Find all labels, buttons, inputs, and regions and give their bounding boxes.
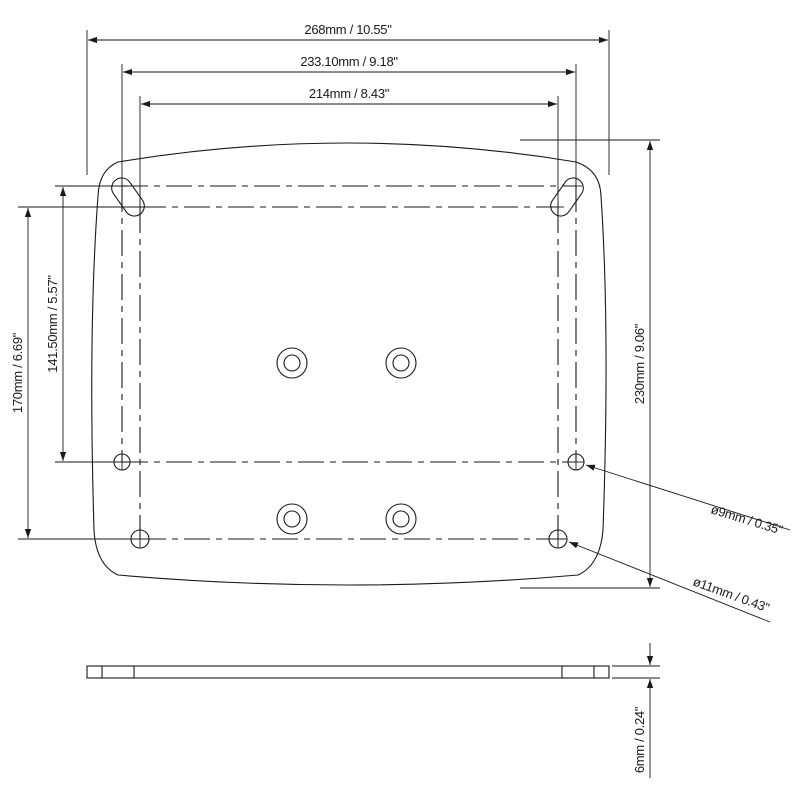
- inner-vertical-spacing-label: 141.50mm / 5.57": [45, 275, 60, 373]
- overall-height-label: 230mm / 9.06": [632, 323, 647, 404]
- dimension-overall-height: 230mm / 9.06": [520, 139, 660, 589]
- boss-lower-left: [276, 503, 308, 535]
- hole-center-lines: [121, 185, 577, 540]
- large-hole-diameter-label: ø11mm / 0.43": [691, 574, 772, 616]
- hole-bottom-right: [548, 529, 568, 549]
- dimension-inner-vertical-spacing: 141.50mm / 5.57": [45, 185, 122, 463]
- leader-small-hole: ø9mm / 0.35": [585, 464, 791, 538]
- slot-top-right: [550, 177, 584, 217]
- small-hole-diameter-label: ø9mm / 0.35": [709, 502, 785, 538]
- dimension-inner-hole-spacing: 214mm / 8.43": [139, 86, 559, 207]
- slot-top-left: [111, 177, 146, 217]
- outer-hole-spacing-label: 233.10mm / 9.18": [300, 54, 398, 69]
- plate-thickness-label: 6mm / 0.24": [632, 706, 647, 773]
- plate-side-view: [86, 665, 610, 679]
- outer-vertical-spacing-label: 170mm / 6.69": [10, 332, 25, 413]
- boss-upper-right: [385, 347, 417, 379]
- dimension-outer-vertical-spacing: 170mm / 6.69": [10, 206, 140, 540]
- hole-middle-right: [567, 453, 585, 471]
- dimension-plate-thickness: 6mm / 0.24": [612, 643, 660, 778]
- leader-large-hole: ø11mm / 0.43": [568, 541, 772, 623]
- inner-hole-spacing-label: 214mm / 8.43": [309, 86, 390, 101]
- boss-lower-right: [385, 503, 417, 535]
- boss-upper-left: [276, 347, 308, 379]
- plate-outline: [91, 142, 607, 586]
- overall-width-label: 268mm / 10.55": [304, 22, 392, 37]
- dimension-outer-hole-spacing: 233.10mm / 9.18": [121, 54, 577, 186]
- dimension-overall-width: 268mm / 10.55": [86, 22, 610, 175]
